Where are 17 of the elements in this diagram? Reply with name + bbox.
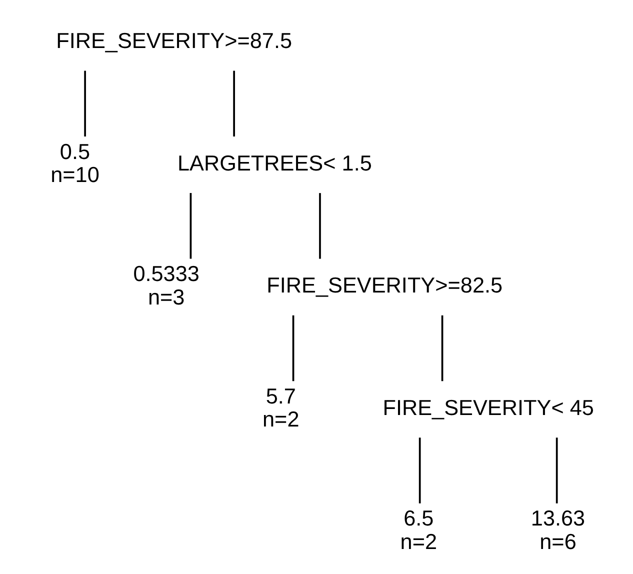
node-text: FIRE_SEVERITY>=87.5 — [56, 28, 292, 54]
connector — [84, 70, 86, 136]
node-text: FIRE_SEVERITY< 45 — [382, 395, 594, 420]
node-text: 13.63 n=6 — [530, 506, 586, 554]
node-text: FIRE_SEVERITY>=82.5 — [266, 272, 503, 298]
node-text: 6.5 n=2 — [400, 506, 438, 554]
connector — [190, 193, 192, 259]
connector — [233, 70, 235, 136]
connector — [292, 315, 294, 382]
connector — [441, 315, 444, 382]
node-text: 5.7 n=2 — [262, 383, 300, 432]
connector — [556, 438, 558, 504]
connector — [319, 193, 321, 259]
node-text: LARGETREES< 1.5 — [178, 150, 372, 176]
node-text: 0.5 n=10 — [50, 138, 100, 188]
connector — [418, 438, 421, 504]
node-text: 0.5333 n=3 — [133, 261, 200, 310]
